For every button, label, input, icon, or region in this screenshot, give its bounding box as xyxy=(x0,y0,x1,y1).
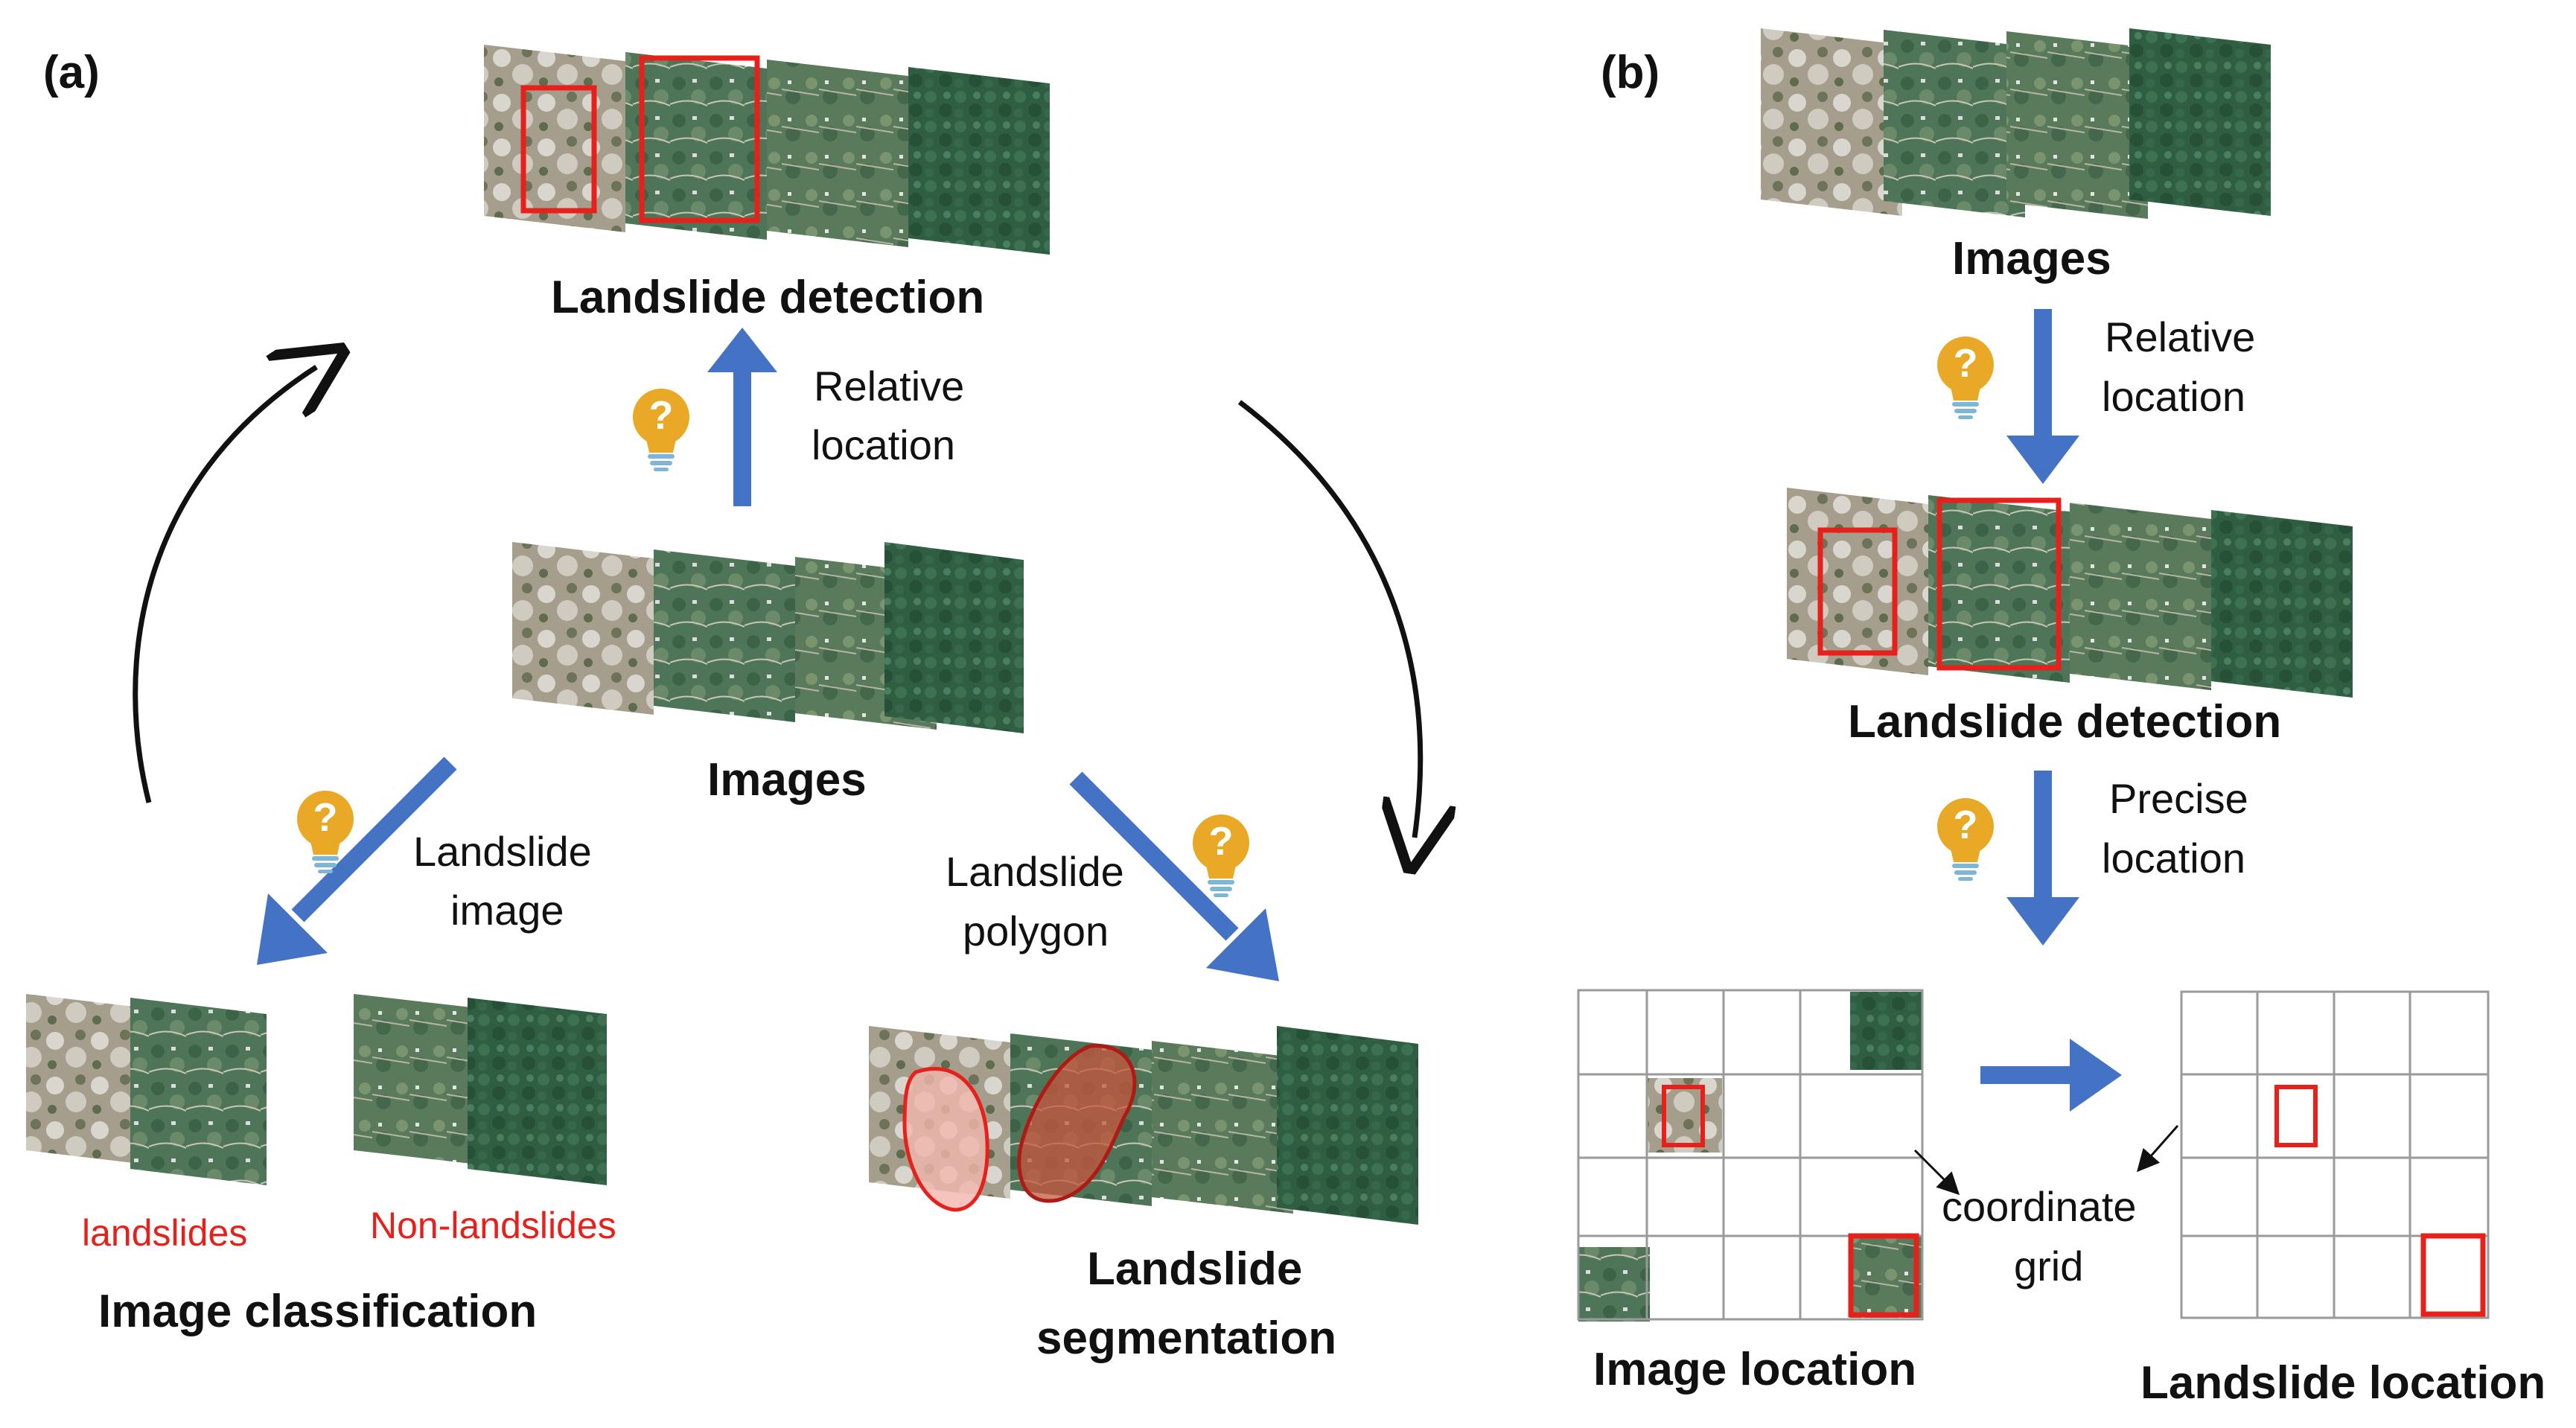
b-down-arrow-1 xyxy=(2006,309,2079,484)
right-down-arrow xyxy=(1069,771,1279,981)
cycle-arrow-right xyxy=(1237,400,1421,838)
b-detection-strip xyxy=(1787,488,2353,698)
b-detection-box xyxy=(1817,527,1898,656)
landslide-location-box xyxy=(2274,1085,2318,1147)
center-image-strip xyxy=(512,542,1024,733)
non-landslide-image-pair xyxy=(354,994,607,1185)
segmentation-polygon xyxy=(902,1067,989,1212)
left-label-line2: image xyxy=(450,887,564,934)
left-down-arrow xyxy=(257,756,457,965)
lightbulb-icon xyxy=(1937,337,1994,419)
lightbulb-icon xyxy=(633,389,689,471)
class-label-non-landslides: Non-landslides xyxy=(370,1205,616,1246)
detection-title: Landslide detection xyxy=(551,272,984,323)
class-label-landslides: landslides xyxy=(82,1212,247,1254)
panel-a-letter: (a) xyxy=(43,47,100,98)
image-location-grid xyxy=(1577,989,1924,1322)
detection-image-strip xyxy=(484,45,1050,255)
landslide-location-box xyxy=(2420,1233,2486,1317)
right-label-line1: Landslide xyxy=(946,848,1124,895)
landslide-image-pair xyxy=(26,994,267,1185)
grid-pointer-left xyxy=(1913,1149,1960,1196)
detection-box xyxy=(520,85,597,214)
classification-title: Image classification xyxy=(98,1286,537,1337)
image-location-title: Image location xyxy=(1593,1344,1916,1395)
b-detection-title: Landslide detection xyxy=(1848,696,2281,748)
b-right-arrow xyxy=(1980,1039,2122,1112)
panel-b-letter: (b) xyxy=(1601,47,1660,98)
cycle-arrow-left xyxy=(133,367,316,803)
lightbulb-icon xyxy=(1937,798,1994,881)
b-step1-label-line1: Relative xyxy=(2105,313,2255,360)
right-label-line2: polygon xyxy=(963,908,1109,954)
segmentation-title-line1: Landslide xyxy=(1087,1243,1302,1295)
image-location-box xyxy=(1848,1233,1919,1318)
b-step2-label-line2: location xyxy=(2102,835,2245,882)
b-images-strip xyxy=(1761,28,2271,219)
up-arrow xyxy=(707,328,777,506)
up-label-line2: location xyxy=(812,421,955,468)
b-detection-box xyxy=(1936,497,2062,671)
b-step1-label-line2: location xyxy=(2102,373,2245,420)
image-location-box xyxy=(1662,1085,1705,1147)
b-step2-label-line1: Precise xyxy=(2109,775,2248,822)
b-down-arrow-2 xyxy=(2006,771,2079,946)
coordinate-grid-label-line1: coordinate xyxy=(1942,1183,2137,1230)
lightbulb-icon xyxy=(1193,815,1249,897)
segmentation-polygon xyxy=(1017,1044,1137,1203)
left-label-line1: Landslide xyxy=(413,828,592,875)
segmentation-title-line2: segmentation xyxy=(1036,1313,1336,1364)
grid-pointer-right xyxy=(2137,1125,2179,1173)
b-images-title: Images xyxy=(1952,233,2111,284)
segmentation-image-strip xyxy=(869,1026,1418,1225)
coordinate-grid-label-line2: grid xyxy=(2014,1243,2083,1290)
landslide-location-title: Landslide location xyxy=(2140,1357,2545,1409)
detection-box xyxy=(639,55,760,223)
landslide-location-grid xyxy=(2180,990,2490,1319)
center-images-title: Images xyxy=(707,754,867,806)
up-label-line1: Relative xyxy=(814,363,964,409)
